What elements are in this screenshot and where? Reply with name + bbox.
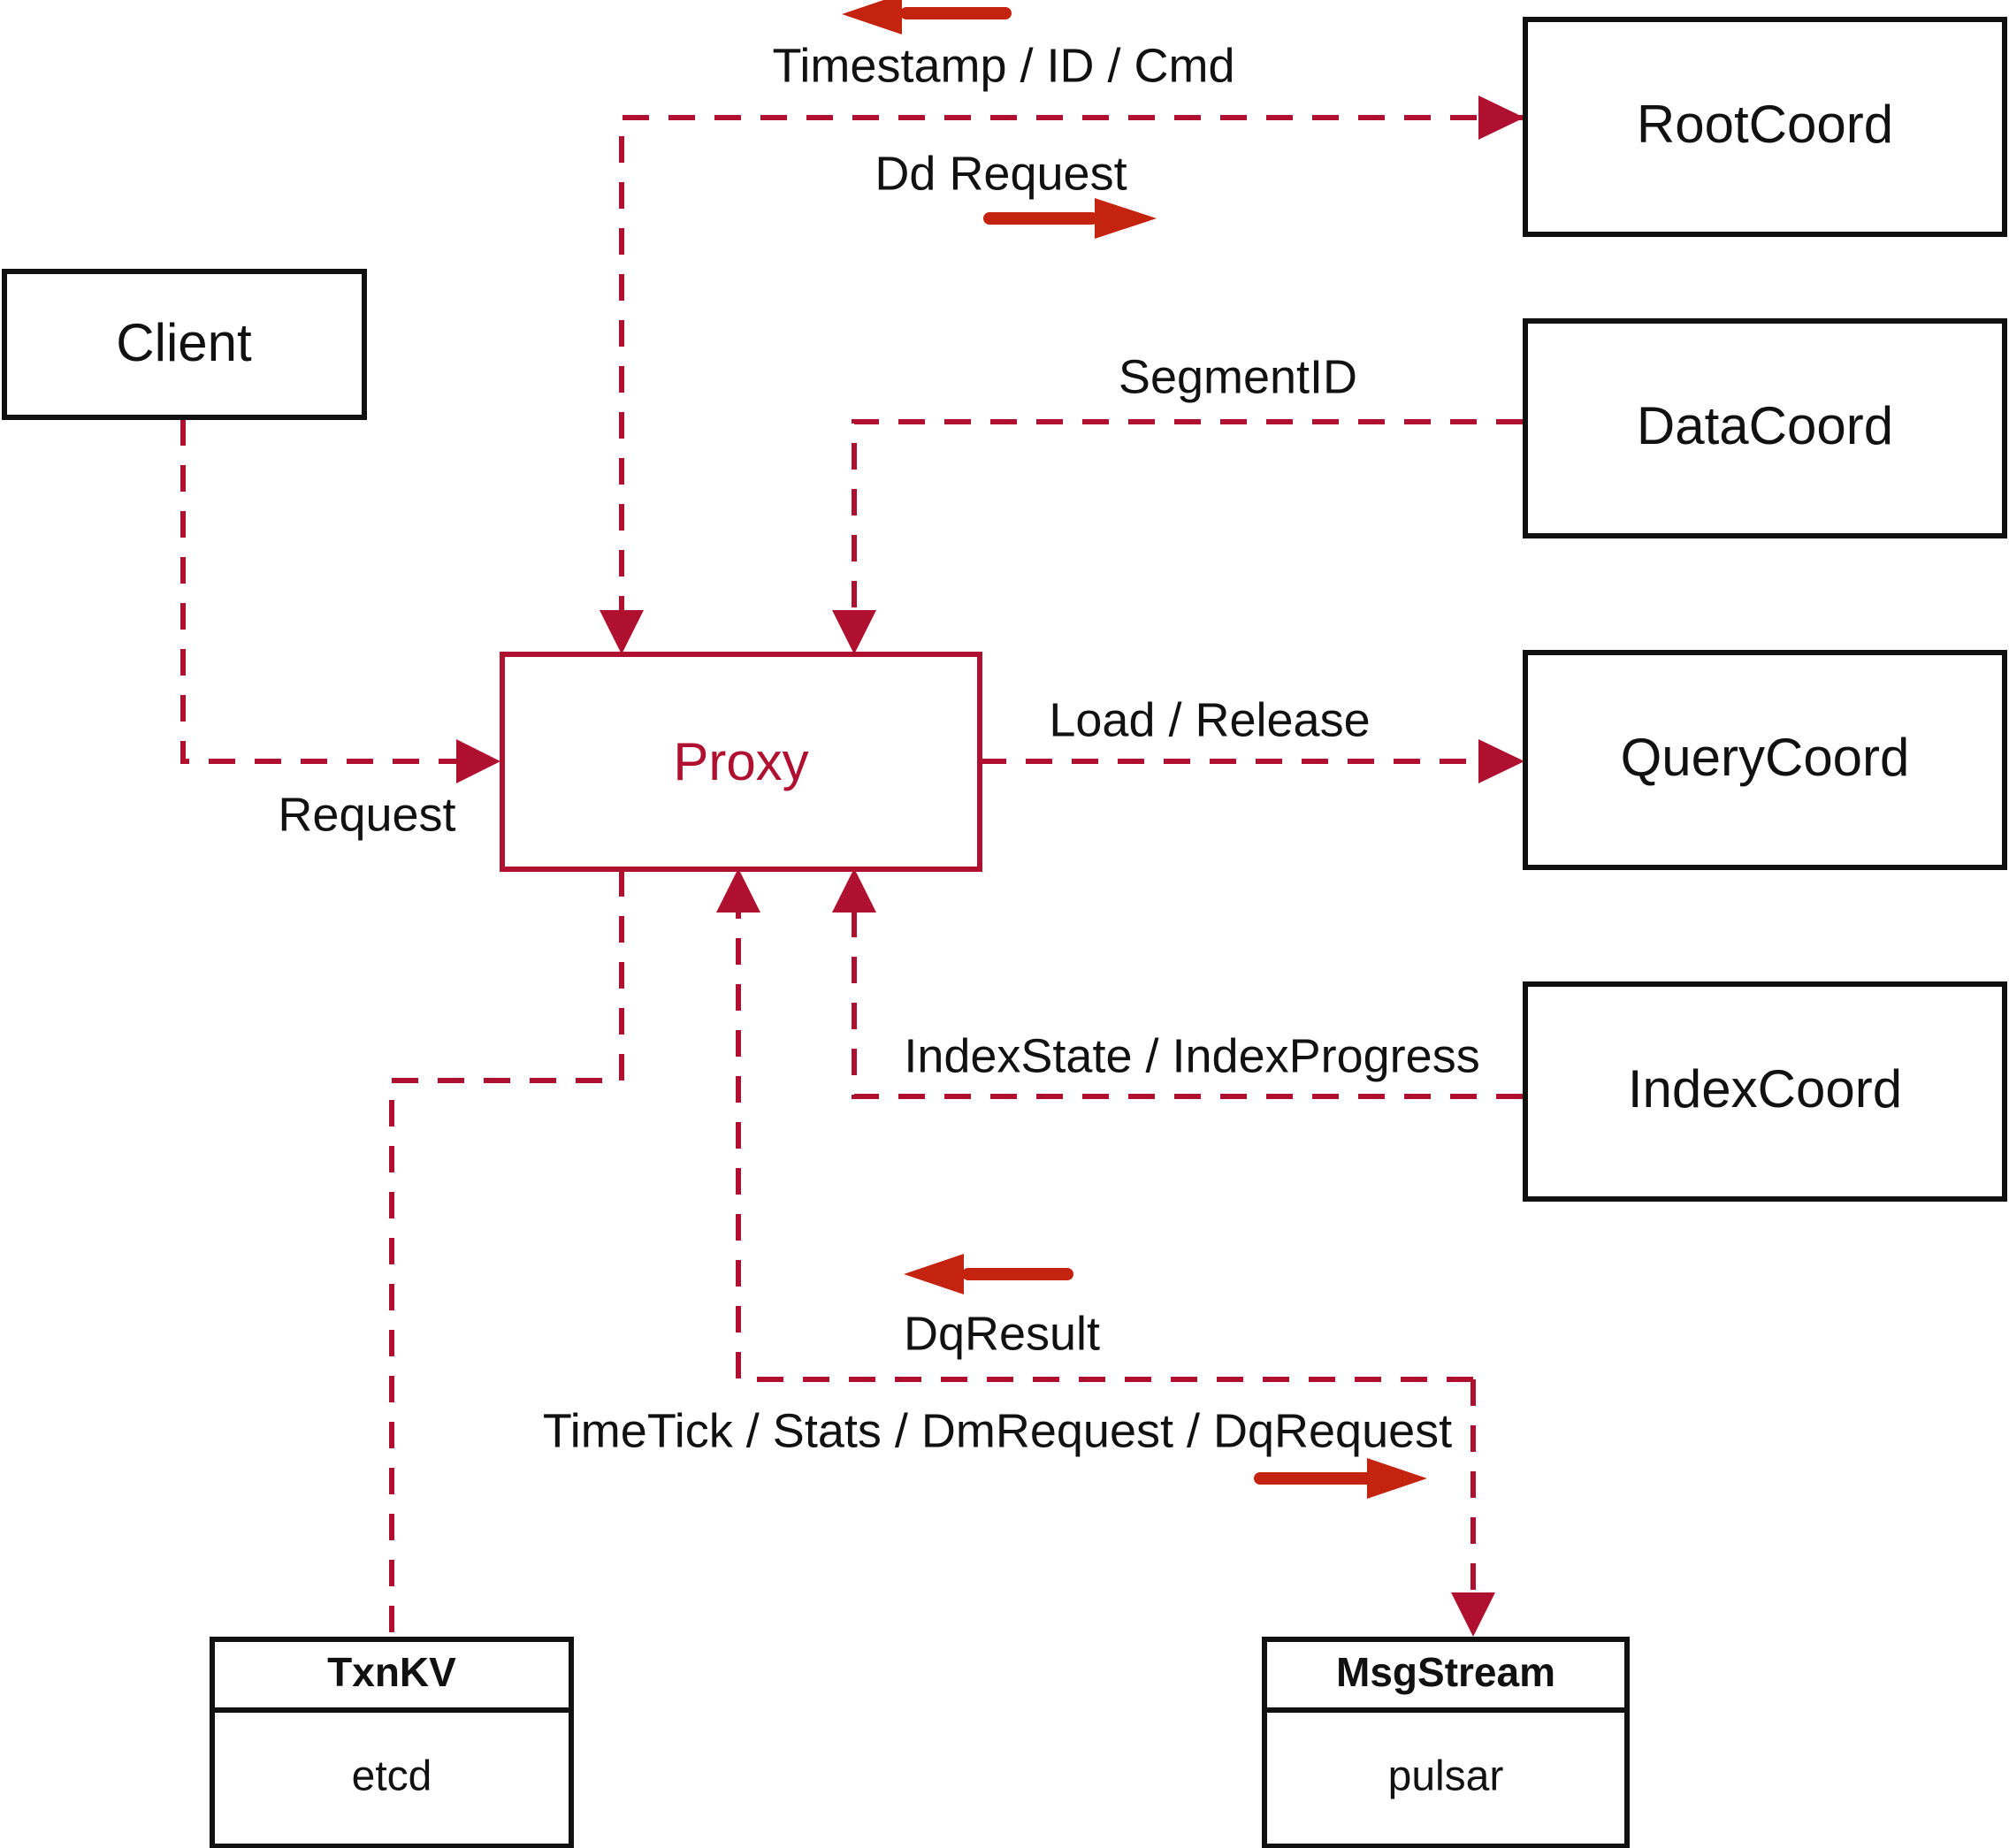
node-client-label: Client <box>116 313 252 372</box>
node-txnkv-box[interactable] <box>210 1637 574 1848</box>
edge-timetick-stats-dm-dq <box>1451 1379 1495 1637</box>
node-msgstream-impl: pulsar <box>1388 1753 1504 1800</box>
flow-arrow-dd-request-shaft <box>983 212 1098 225</box>
node-msgstream[interactable]: MsgStream pulsar <box>1262 1637 1630 1848</box>
node-msgstream-box[interactable] <box>1262 1637 1630 1848</box>
edge-label-timestamp-id-cmd: Timestamp / ID / Cmd <box>772 39 1234 92</box>
flow-arrow-dq-result-head <box>904 1254 964 1294</box>
edge-label-index-state-progress: IndexState / IndexProgress <box>904 1029 1479 1082</box>
edge-label-timetick-stats-dm-dq: TimeTick / Stats / DmRequest / DqRequest <box>543 1404 1452 1457</box>
edge-index-state-progress-line <box>852 893 1523 1099</box>
node-client[interactable]: Client <box>2 269 367 420</box>
node-index-coord[interactable]: IndexCoord <box>1523 981 2007 1202</box>
edge-proxy-txnkv <box>389 870 624 1637</box>
edge-index-state-progress <box>832 868 1523 1099</box>
edge-dq-result <box>716 868 1473 1382</box>
edge-segment-id-line <box>852 419 1523 630</box>
edge-timetick-stats-dm-dq-arrowhead <box>1451 1592 1495 1637</box>
flow-arrow-dq-result-shaft <box>962 1268 1073 1280</box>
flow-arrow-dq-result-left <box>904 1254 1073 1294</box>
node-txnkv[interactable]: TxnKV etcd <box>210 1637 574 1848</box>
edge-request-arrowhead <box>456 739 500 783</box>
node-client-box[interactable] <box>2 269 367 420</box>
node-query-coord-label: QueryCoord <box>1621 728 1910 787</box>
edge-index-state-progress-arrowhead <box>832 868 876 913</box>
edge-label-request: Request <box>278 788 455 841</box>
flow-arrow-dd-request-head <box>1095 198 1157 239</box>
node-proxy-box[interactable] <box>500 652 982 872</box>
edge-segment-id-arrowhead <box>832 610 876 654</box>
edge-dq-result-line <box>736 893 1473 1382</box>
node-query-coord-box[interactable] <box>1523 650 2007 870</box>
node-root-coord-label: RootCoord <box>1637 95 1893 154</box>
edge-timestamp-id-cmd-arrowhead <box>600 610 644 654</box>
node-txnkv-title: TxnKV <box>327 1649 456 1695</box>
edge-dd-request <box>1478 95 1524 140</box>
node-root-coord-box[interactable] <box>1523 17 2007 237</box>
edge-load-release <box>980 739 1524 783</box>
edge-load-release-arrowhead <box>1478 739 1524 783</box>
node-txnkv-impl: etcd <box>352 1753 432 1800</box>
node-root-coord[interactable]: RootCoord <box>1523 17 2007 237</box>
flow-arrow-dd-request-right <box>983 198 1157 239</box>
edge-label-segment-id: SegmentID <box>1119 350 1357 403</box>
edge-request-line <box>180 419 474 764</box>
node-data-coord[interactable]: DataCoord <box>1523 318 2007 538</box>
flow-arrow-timetick-shaft <box>1254 1472 1373 1485</box>
node-index-coord-box[interactable] <box>1523 981 2007 1202</box>
edge-dq-result-arrowhead <box>716 868 760 913</box>
node-data-coord-label: DataCoord <box>1637 396 1893 455</box>
flow-arrow-timetick-head <box>1367 1458 1427 1499</box>
node-data-coord-box[interactable] <box>1523 318 2007 538</box>
node-proxy[interactable]: Proxy <box>500 652 982 872</box>
edge-dd-request-arrowhead <box>1478 95 1524 140</box>
edge-label-dd-request: Dd Request <box>875 147 1127 200</box>
flow-arrow-timestamp-shaft <box>900 7 1012 19</box>
node-index-coord-label: IndexCoord <box>1628 1059 1902 1119</box>
edge-timestamp-id-cmd-line <box>619 115 1523 630</box>
node-query-coord[interactable]: QueryCoord <box>1523 650 2007 870</box>
edge-label-dq-result: DqResult <box>904 1307 1100 1360</box>
flow-arrow-timestamp-head <box>842 0 902 34</box>
edge-timestamp-id-cmd <box>600 115 1523 654</box>
edge-label-load-release: Load / Release <box>1049 693 1370 746</box>
edge-request <box>180 419 500 783</box>
edge-proxy-txnkv-line <box>389 870 624 1637</box>
node-msgstream-title: MsgStream <box>1336 1649 1555 1695</box>
flow-arrow-timestamp-left <box>842 0 1012 34</box>
node-proxy-label: Proxy <box>673 732 808 791</box>
edge-segment-id <box>832 419 1523 654</box>
flow-arrow-timetick-right <box>1254 1458 1427 1499</box>
